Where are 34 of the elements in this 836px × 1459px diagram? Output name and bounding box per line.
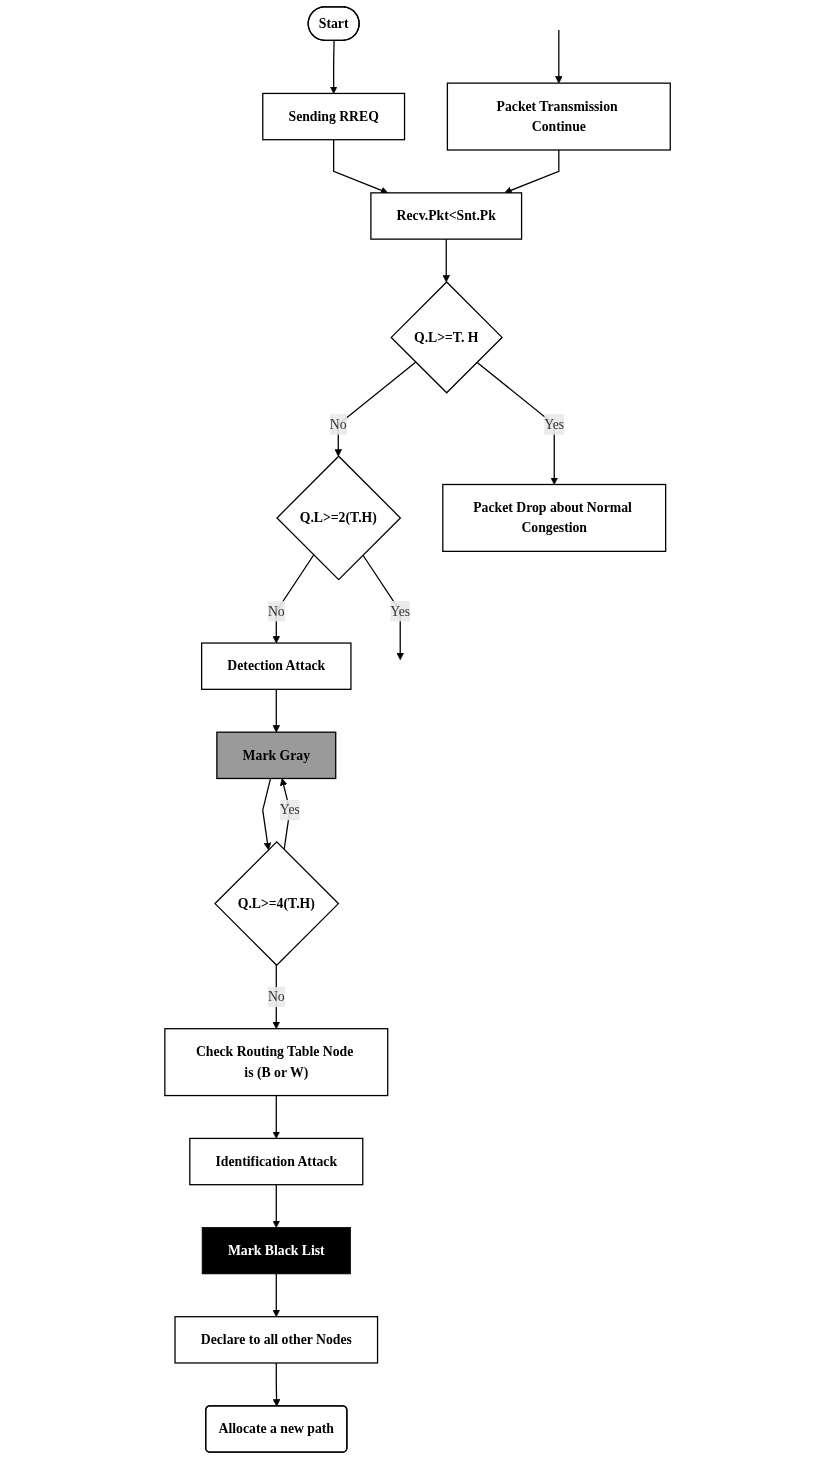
arrow	[273, 1362, 281, 1407]
edge-label: No	[330, 416, 348, 432]
node-box: Check Routing Table Node is (B or W)	[164, 1028, 389, 1097]
arrow	[555, 29, 564, 84]
edge-label: Yes	[390, 603, 411, 619]
node-box: Mark Black List	[202, 1227, 352, 1275]
node-box: Recv.Pkt<Snt.Pk	[370, 192, 523, 240]
edge-label: Yes	[544, 416, 565, 432]
arrow	[334, 361, 417, 457]
edge-label: No	[268, 989, 286, 1004]
arrow	[272, 1273, 281, 1318]
arrow	[504, 149, 560, 194]
arrow	[262, 777, 272, 851]
node-box: Packet Drop about Normal Congestion	[442, 483, 667, 552]
node-diamond: Q.L>=2(T.H)	[276, 455, 402, 581]
edge-label: Yes	[280, 802, 301, 818]
arrow	[272, 1184, 281, 1228]
node-box: Mark Gray	[216, 731, 337, 780]
node-box: Detection Attack	[201, 642, 353, 690]
arrow	[272, 688, 281, 733]
node-box: Sending RREQ	[262, 92, 406, 141]
node-box: Packet Transmission Continue	[447, 82, 672, 151]
arrow	[330, 40, 338, 94]
arrow	[272, 554, 315, 644]
node-box: Declare to all other Nodes	[174, 1316, 379, 1364]
edge-label: No	[268, 603, 286, 619]
arrow	[442, 238, 451, 283]
arrow	[476, 361, 559, 485]
node-diamond: Q.L>=4(T.H)	[214, 841, 340, 967]
arrow	[333, 139, 389, 194]
node-box: Identification Attack	[189, 1137, 364, 1186]
arrow	[272, 1094, 281, 1139]
arrow	[362, 554, 405, 661]
node-diamond: Q.L>=T. H	[390, 281, 504, 394]
